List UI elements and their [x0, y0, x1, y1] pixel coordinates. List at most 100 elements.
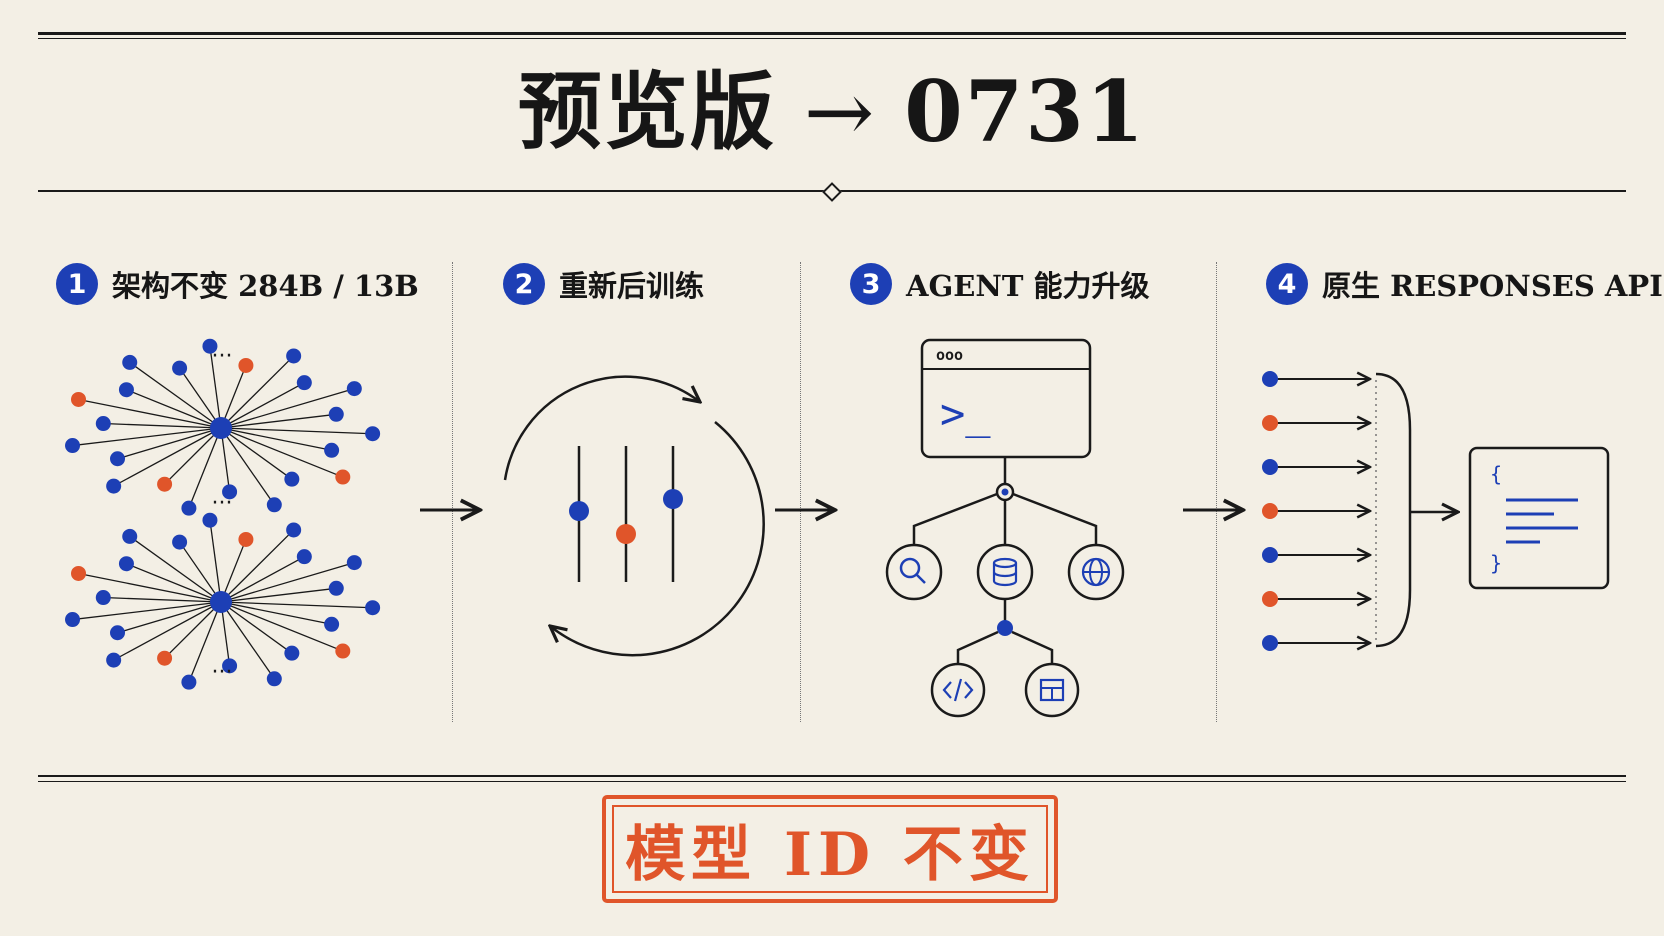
section-1-label: 架构不变 284B / 13B — [112, 269, 419, 303]
network-node — [172, 534, 188, 550]
network-node — [65, 438, 81, 454]
network-node — [222, 658, 238, 674]
bottom-rule — [38, 775, 1626, 777]
moe-network-icon — [65, 338, 381, 690]
network-node — [110, 625, 126, 641]
title-left: 预览版 — [517, 62, 776, 161]
network-edge — [220, 427, 344, 478]
network-node — [266, 497, 282, 513]
network-node — [346, 381, 362, 397]
section-1-header: 1 架构不变 284B / 13B — [56, 262, 419, 306]
network-node — [122, 354, 138, 370]
network-node — [284, 645, 300, 661]
network-node — [324, 442, 340, 458]
json-open-brace: { — [1490, 462, 1502, 486]
database-icon — [992, 557, 1018, 587]
tree-branch-2 — [956, 630, 1054, 664]
title-arrow: → — [803, 63, 877, 161]
network-node — [335, 469, 351, 485]
network-node — [335, 643, 351, 659]
stream-dot — [1262, 591, 1278, 607]
network-node — [71, 391, 87, 407]
slider-knob-1 — [569, 501, 589, 521]
network-edge — [220, 355, 295, 429]
network-node — [157, 650, 173, 666]
network-node — [106, 652, 122, 668]
network-edge — [220, 601, 332, 625]
network-node — [222, 484, 238, 500]
network-node — [266, 671, 282, 687]
network-node — [118, 556, 134, 572]
stream-dot — [1262, 459, 1278, 475]
globe-icon — [1081, 557, 1111, 587]
network-hub — [210, 417, 232, 439]
responses-stream-icon — [1262, 371, 1370, 651]
section-3-label: AGENT 能力升级 — [906, 269, 1150, 303]
agent-tool-tree-icon: ooo >_ — [885, 338, 1125, 718]
section-2-label: 重新后训练 — [559, 269, 705, 303]
network-edge — [113, 601, 222, 661]
network-hub — [210, 591, 232, 613]
network-node — [202, 338, 218, 354]
network-ellipsis-top: ··· — [212, 344, 233, 369]
stream-dot — [1262, 371, 1278, 387]
network-edge — [220, 561, 355, 603]
model-id-stamp: 模型 ID 不变 — [602, 795, 1058, 903]
top-rule-thin — [38, 38, 1626, 39]
stream-dot — [1262, 415, 1278, 431]
network-edge — [179, 541, 222, 603]
tree-branch-1 — [912, 492, 1098, 544]
network-node — [71, 565, 87, 581]
network-edge — [188, 601, 222, 683]
network-node — [296, 549, 312, 565]
network-edge — [220, 365, 247, 429]
network-edge — [129, 361, 222, 429]
network-edge — [78, 398, 222, 429]
database-tool — [976, 543, 1034, 601]
stream-dot — [1262, 547, 1278, 563]
separator-1 — [452, 262, 453, 722]
network-node — [65, 612, 81, 628]
network-edge — [129, 535, 222, 603]
network-node — [296, 375, 312, 391]
network-node — [238, 531, 254, 547]
network-node — [95, 590, 111, 606]
stream-dot — [1262, 635, 1278, 651]
network-node — [106, 478, 122, 494]
network-node — [346, 555, 362, 571]
stream-dot — [1262, 503, 1278, 519]
separator-3 — [1216, 262, 1217, 722]
network-edge — [220, 529, 295, 603]
network-edge — [164, 601, 222, 659]
network-edge — [220, 587, 337, 603]
top-rule — [38, 32, 1626, 35]
network-node — [284, 471, 300, 487]
terminal-dots: ooo — [936, 346, 963, 364]
network-node — [286, 348, 302, 364]
tree-node-2 — [997, 620, 1013, 636]
network-edge — [72, 427, 222, 447]
network-edge — [220, 539, 247, 603]
network-edge — [164, 427, 222, 485]
slider-knob-2 — [616, 524, 636, 544]
network-edge — [220, 427, 293, 480]
bottom-rule-thin — [38, 781, 1626, 782]
network-edge — [117, 601, 222, 634]
network-edge — [220, 601, 293, 654]
network-edge — [78, 572, 222, 603]
merge-bracket — [1375, 372, 1412, 648]
network-edge — [72, 601, 222, 621]
network-edge — [188, 427, 222, 509]
tree-node-1-core — [1001, 488, 1009, 496]
network-edge — [220, 413, 337, 429]
network-edge — [220, 382, 305, 429]
network-edge — [103, 422, 222, 429]
network-edge — [117, 427, 222, 460]
cycle-arrow-top — [503, 375, 700, 481]
network-ellipsis-bottom: ··· — [212, 660, 233, 685]
network-node — [181, 674, 197, 690]
network-node — [157, 476, 173, 492]
section-3-header: 3 AGENT 能力升级 — [850, 262, 1150, 306]
